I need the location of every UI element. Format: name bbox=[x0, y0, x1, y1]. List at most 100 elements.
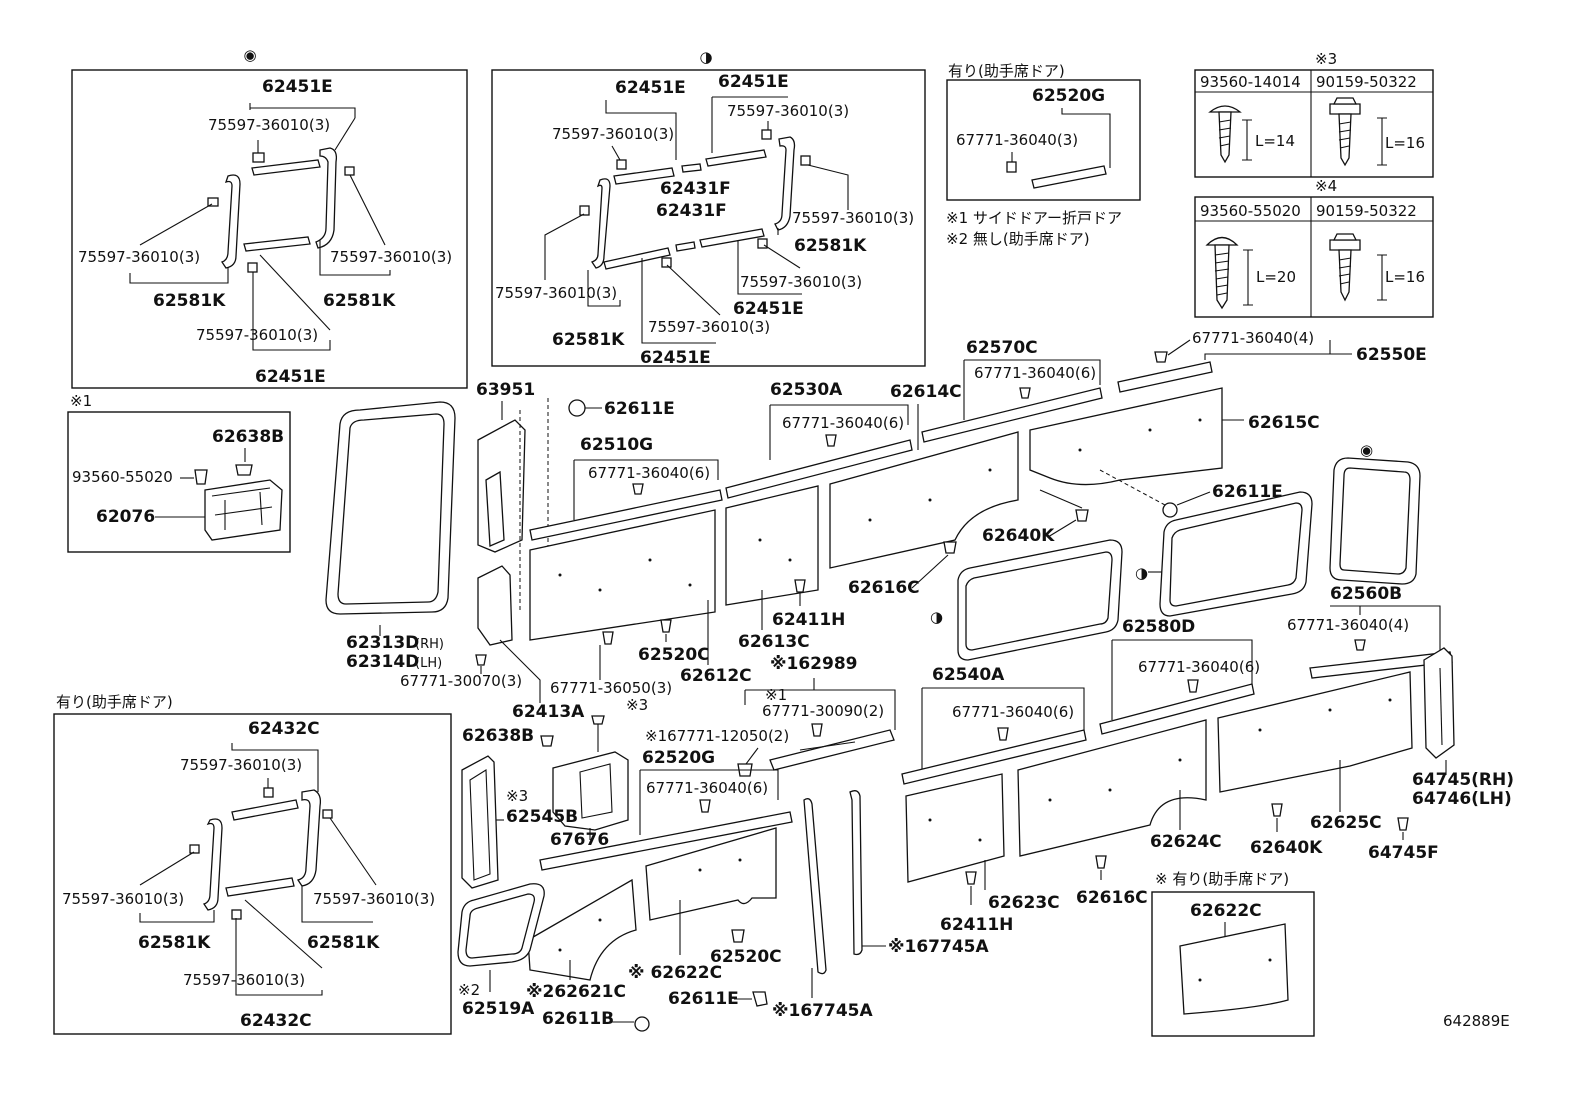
label-64745: 64745(RH) bbox=[1412, 770, 1514, 790]
label-62625C: 62625C bbox=[1310, 813, 1382, 833]
label-62451E: 62451E bbox=[255, 367, 326, 387]
label-67771: 67771-36040(6) bbox=[646, 779, 768, 797]
label-62622C: ※ 62622C bbox=[628, 963, 722, 983]
label-62612C: 62612C bbox=[680, 666, 752, 686]
label-75597: 75597-36010(3) bbox=[495, 284, 617, 302]
label-62616C: 62616C bbox=[848, 578, 920, 598]
label-67771: 67771-36040(6) bbox=[974, 364, 1096, 382]
label-75597: 75597-36010(3) bbox=[552, 125, 674, 143]
upper-molding-62530A bbox=[725, 439, 913, 499]
label-67771: 67771-36040(6) bbox=[952, 703, 1074, 721]
label-67771-30070: 67771-30070(3) bbox=[400, 672, 522, 690]
detail-box-62432C: 有り(助手席ドア) 62432C 75597-36010(3) 75597-36… bbox=[53, 693, 452, 1035]
label-62611B: 62611B bbox=[542, 1009, 614, 1029]
fastener-header: 90159-50322 bbox=[1316, 73, 1417, 91]
label-62313D: 62313D bbox=[346, 633, 419, 653]
label-62076: 62076 bbox=[96, 507, 155, 527]
bolt-icon bbox=[1329, 103, 1361, 115]
label-62520C: 62520C bbox=[710, 947, 782, 967]
label-62640K: 62640K bbox=[1250, 838, 1323, 858]
label-62581K: 62581K bbox=[138, 933, 211, 953]
mark-3: ※3 bbox=[506, 787, 528, 805]
label-67771-30090: 67771-30090(2) bbox=[762, 702, 884, 720]
fastener-table-3: ※3 93560-14014 90159-50322 L=14 L=16 bbox=[1194, 50, 1434, 178]
label-62611E: 62611E bbox=[668, 989, 739, 1009]
trim-strip bbox=[251, 159, 321, 176]
label-67676: 67676 bbox=[550, 830, 609, 850]
label-75597: 75597-36010(3) bbox=[330, 248, 452, 266]
label-62989: ※162989 bbox=[770, 654, 858, 674]
marker-full-circle: ◉ bbox=[243, 46, 256, 64]
upper-molding-62550E bbox=[1117, 361, 1213, 393]
mark-4: ※4 bbox=[1315, 177, 1337, 195]
label-62451E: 62451E bbox=[640, 348, 711, 368]
panel-62614C bbox=[829, 431, 1019, 569]
mark-3: ※3 bbox=[1315, 50, 1337, 68]
label-62520G: 62520G bbox=[1032, 86, 1105, 106]
detail-box-62520G: 有り(助手席ドア) 62520G 67771-36040(3) bbox=[946, 62, 1141, 201]
note-1: ※1 サイドドアー折戸ドア bbox=[946, 209, 1122, 227]
strip-67745A-a bbox=[803, 798, 827, 975]
diagram-code: 642889E bbox=[1443, 1012, 1510, 1030]
label-62519A: 62519A bbox=[462, 999, 535, 1019]
label-62411H: 62411H bbox=[772, 610, 845, 630]
note-2: ※2 無し(助手席ドア) bbox=[946, 230, 1090, 248]
panel-62613C bbox=[725, 485, 819, 606]
marker-half-circle: ◑ bbox=[1135, 564, 1148, 582]
label-62545B: 62545B bbox=[506, 807, 578, 827]
label-64746: 64746(LH) bbox=[1412, 789, 1512, 809]
upper-molding-62510G bbox=[529, 489, 723, 541]
screw-icon bbox=[1205, 236, 1239, 246]
lower-pillar-trim bbox=[477, 565, 513, 646]
label-62431F: 62431F bbox=[660, 179, 731, 199]
label-62451E: 62451E bbox=[718, 72, 789, 92]
label-62530A: 62530A bbox=[770, 380, 843, 400]
fastener-header: 93560-55020 bbox=[1200, 202, 1301, 220]
label-62451E: 62451E bbox=[262, 77, 333, 97]
label-62432C: 62432C bbox=[248, 719, 320, 739]
panel-62622C-alt bbox=[1179, 923, 1289, 1015]
bracket-62076 bbox=[204, 479, 283, 541]
label-75597: 75597-36010(3) bbox=[183, 971, 305, 989]
label-62314D: 62314D bbox=[346, 652, 419, 672]
marker-full-circle: ◉ bbox=[1360, 441, 1373, 459]
mark-1: ※1 bbox=[70, 392, 92, 410]
label-62550E: 62550E bbox=[1356, 345, 1427, 365]
main-exploded-view: 62313D (RH) 62314D (LH) 63951 62611E 625… bbox=[325, 329, 1514, 1032]
grommet-icon bbox=[634, 1016, 650, 1032]
label-75597: 75597-36010(3) bbox=[727, 102, 849, 120]
label-75597: 75597-36010(3) bbox=[180, 756, 302, 774]
label-62581K: 62581K bbox=[552, 330, 625, 350]
label-62580D: 62580D bbox=[1122, 617, 1195, 637]
label-62570C: 62570C bbox=[966, 338, 1038, 358]
bracket-62989 bbox=[769, 729, 895, 771]
label-62431F: 62431F bbox=[656, 201, 727, 221]
panel-62624C bbox=[1017, 719, 1207, 857]
panel-62615C bbox=[1029, 387, 1223, 486]
label-67745A: ※167745A bbox=[888, 937, 989, 957]
length-label: L=20 bbox=[1256, 268, 1296, 286]
strip-67745A-b bbox=[849, 790, 863, 956]
length-label: L=14 bbox=[1255, 132, 1295, 150]
panel-62623C bbox=[905, 773, 1005, 883]
detail-box-top-middle: ◑ 62451E 62451E 75597-36010(3) 75597-360… bbox=[491, 48, 926, 368]
label-67771: 67771-36040(6) bbox=[1138, 658, 1260, 676]
label-62581K: 62581K bbox=[323, 291, 396, 311]
label-75597: 75597-36010(3) bbox=[648, 318, 770, 336]
label-75597: 75597-36010(3) bbox=[78, 248, 200, 266]
label-62581K: 62581K bbox=[794, 236, 867, 256]
label-62520C: 62520C bbox=[638, 645, 710, 665]
label-62611E: 62611E bbox=[604, 399, 675, 419]
passenger-door-with-star: ※ 有り(助手席ドア) bbox=[1155, 870, 1289, 888]
upper-molding-62570C bbox=[921, 387, 1103, 443]
label-67771: 67771-36040(6) bbox=[782, 414, 904, 432]
clip bbox=[252, 152, 265, 163]
detail-box-62622C: ※ 有り(助手席ドア) 62622C bbox=[1151, 870, 1315, 1037]
label-62623C: 62623C bbox=[988, 893, 1060, 913]
fastener-header: 93560-14014 bbox=[1200, 73, 1301, 91]
label-75597: 75597-36010(3) bbox=[196, 326, 318, 344]
label-64745F: 64745F bbox=[1368, 843, 1439, 863]
fastener-table-4: ※4 93560-55020 90159-50322 L=20 L=16 bbox=[1194, 177, 1434, 318]
label-67771: 67771-36040(4) bbox=[1287, 616, 1409, 634]
